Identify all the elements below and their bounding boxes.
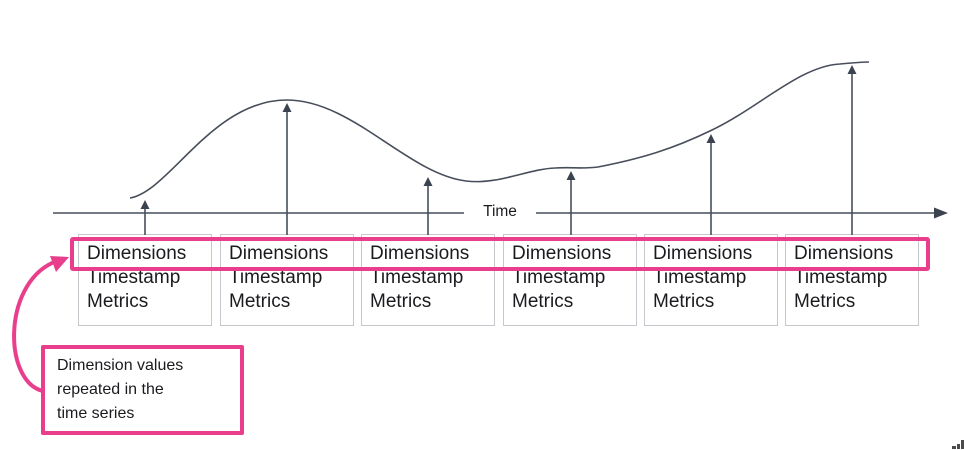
value-arrow <box>282 103 292 235</box>
record-field-metrics: Metrics <box>87 291 149 312</box>
record-box: Dimensions Timestamp Metrics <box>220 234 354 326</box>
corner-artifact <box>952 440 964 449</box>
value-arrow <box>566 171 576 235</box>
callout-arrowhead-icon <box>50 256 69 272</box>
annotation-line: time series <box>57 405 135 422</box>
value-arrow <box>140 200 150 235</box>
record-field-dimensions: Dimensions <box>370 243 470 264</box>
record-field-dimensions: Dimensions <box>653 243 753 264</box>
record-field-timestamp: Timestamp <box>370 267 464 288</box>
record-field-metrics: Metrics <box>653 291 715 312</box>
annotation-line: Dimension values <box>57 357 184 374</box>
record-field-dimensions: Dimensions <box>229 243 329 264</box>
annotation-callout: Dimension values repeated in the time se… <box>41 345 244 435</box>
record-field-dimensions: Dimensions <box>87 243 187 264</box>
record-field-metrics: Metrics <box>229 291 291 312</box>
record-box: Dimensions Timestamp Metrics <box>503 234 637 326</box>
time-axis-label: Time <box>483 203 517 220</box>
record-field-metrics: Metrics <box>512 291 574 312</box>
record-field-metrics: Metrics <box>370 291 432 312</box>
record-field-timestamp: Timestamp <box>87 267 181 288</box>
value-arrow <box>847 65 857 235</box>
annotation-line: repeated in the <box>57 381 164 398</box>
record-field-timestamp: Timestamp <box>794 267 888 288</box>
record-field-timestamp: Timestamp <box>512 267 606 288</box>
dimensions-highlight-band <box>70 237 930 271</box>
record-box: Dimensions Timestamp Metrics <box>78 234 212 326</box>
record-field-timestamp: Timestamp <box>653 267 747 288</box>
record-box: Dimensions Timestamp Metrics <box>644 234 778 326</box>
time-series-curve <box>129 61 870 199</box>
axis-arrowhead-icon <box>934 207 948 219</box>
record-field-dimensions: Dimensions <box>794 243 894 264</box>
record-field-timestamp: Timestamp <box>229 267 323 288</box>
record-field-metrics: Metrics <box>794 291 856 312</box>
value-arrow <box>706 134 716 235</box>
record-box: Dimensions Timestamp Metrics <box>361 234 495 326</box>
value-arrow <box>423 177 433 235</box>
record-box: Dimensions Timestamp Metrics <box>785 234 919 326</box>
record-field-dimensions: Dimensions <box>512 243 612 264</box>
